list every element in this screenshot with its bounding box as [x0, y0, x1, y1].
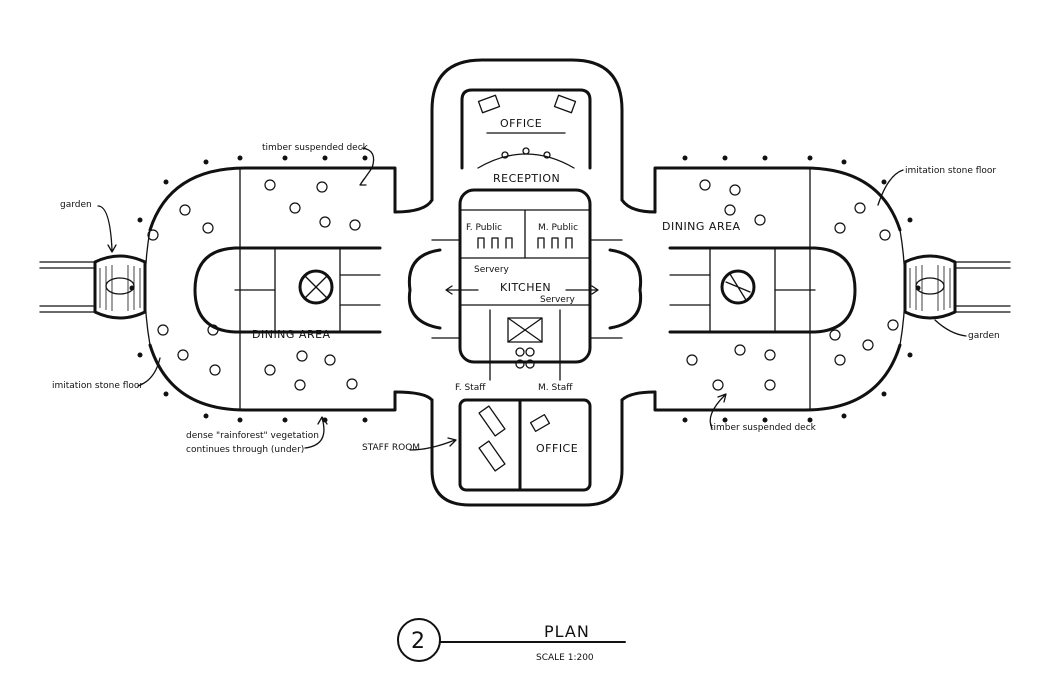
kitchen-label: KITCHEN	[500, 281, 551, 294]
annotation-stone-floor-right: imitation stone floor	[905, 166, 996, 176]
annotation-vegetation-line2: continues through (under)	[186, 445, 304, 455]
annotation-garden-right: garden	[968, 331, 1000, 341]
garden-right	[903, 254, 1011, 320]
central-core	[393, 58, 657, 507]
right-wing	[653, 155, 1011, 423]
servery-right-label: Servery	[540, 295, 576, 305]
plan-number: 2	[411, 629, 425, 654]
left-wing	[39, 155, 397, 423]
office-bottom-label: OFFICE	[536, 442, 578, 455]
annotation-garden-left: garden	[60, 200, 92, 210]
m-staff-label: M. Staff	[538, 383, 573, 393]
office-top-label: OFFICE	[500, 117, 542, 130]
title-block: 2 PLAN SCALE 1:200	[397, 618, 626, 663]
dining-area-right-label: DINING AREA	[662, 220, 741, 233]
reception-label: RECEPTION	[493, 172, 560, 185]
dining-area-left-label: DINING AREA	[252, 328, 331, 341]
annotation-vegetation-line1: dense "rainforest" vegetation	[186, 431, 319, 441]
m-public-label: M. Public	[538, 223, 578, 233]
staff-room-label: STAFF ROOM	[362, 443, 420, 453]
annotation-stone-floor-left: imitation stone floor	[52, 381, 143, 391]
plan-scale: SCALE 1:200	[536, 653, 594, 663]
garden-left	[39, 254, 147, 320]
annotation-timber-deck-right: timber suspended deck	[710, 423, 817, 433]
annotation-timber-deck-left: timber suspended deck	[262, 143, 369, 153]
f-public-label: F. Public	[466, 223, 502, 233]
f-staff-label: F. Staff	[455, 383, 486, 393]
plan-title: PLAN	[544, 622, 590, 641]
servery-left-label: Servery	[474, 265, 510, 275]
